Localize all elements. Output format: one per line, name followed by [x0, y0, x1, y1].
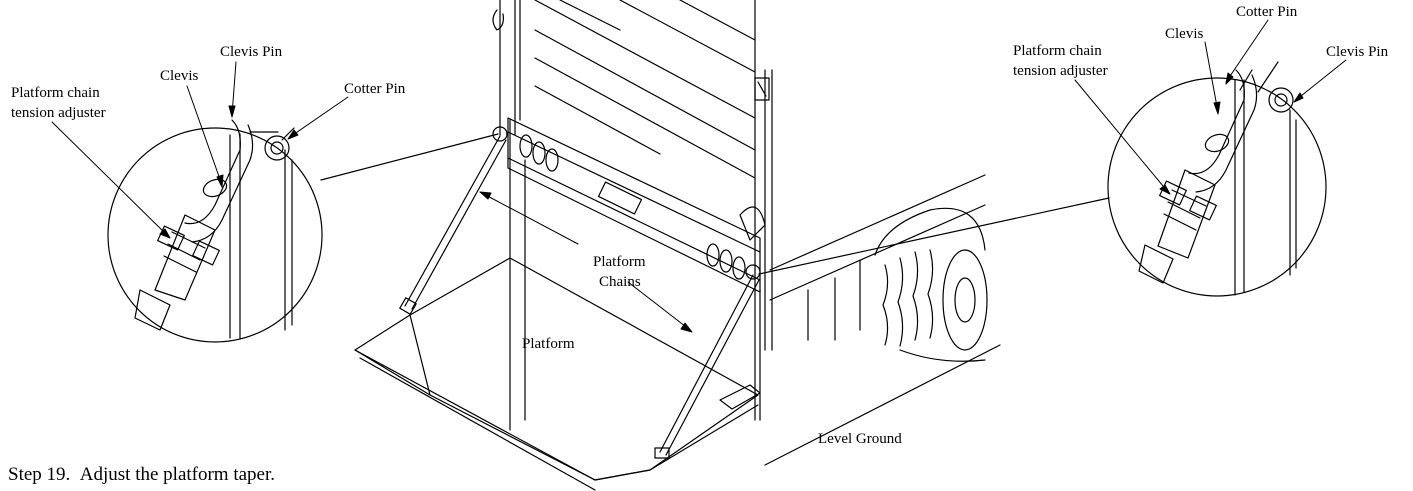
labels: Clevis Pin Clevis Cotter Pin Platform ch…: [11, 4, 1389, 447]
right-cotter-pin-label: Cotter Pin: [1236, 4, 1298, 20]
platform-chains-label-line1: Platform: [593, 254, 646, 270]
right-clevis-label: Clevis: [1165, 26, 1203, 42]
platform-chains: [404, 126, 761, 456]
platform-label: Platform: [522, 336, 575, 352]
center-leaders: [479, 191, 693, 333]
left-clevis-pin-label: Clevis Pin: [220, 44, 283, 60]
right-adjuster-label-line1: Platform chain: [1013, 43, 1102, 59]
right-clevis-pin-label: Clevis Pin: [1326, 44, 1389, 60]
step-instruction: Step 19. Adjust the platform taper.: [8, 464, 275, 486]
step-number: Step 19.: [8, 464, 71, 485]
platform-chains-label-line2: Chains: [599, 274, 641, 290]
left-adjuster-label-line2: tension adjuster: [11, 105, 106, 121]
right-adjuster-label-line2: tension adjuster: [1013, 63, 1108, 79]
step-text: Adjust the platform taper.: [79, 464, 276, 485]
right-leaders: [1074, 19, 1347, 195]
left-adjuster-label-line1: Platform chain: [11, 85, 100, 101]
left-cotter-pin-label: Cotter Pin: [344, 81, 406, 97]
right-detail-view: [758, 61, 1327, 297]
level-ground-label: Level Ground: [818, 431, 902, 447]
level-ground-line: [764, 344, 1001, 466]
lift-beam: [507, 117, 766, 293]
truck-door: [492, 0, 773, 431]
left-clevis-label: Clevis: [160, 68, 198, 84]
left-leaders: [51, 61, 349, 239]
truck-side-and-tire: [769, 174, 988, 362]
platform-drawing: [354, 257, 761, 491]
left-detail-view: [107, 119, 499, 343]
